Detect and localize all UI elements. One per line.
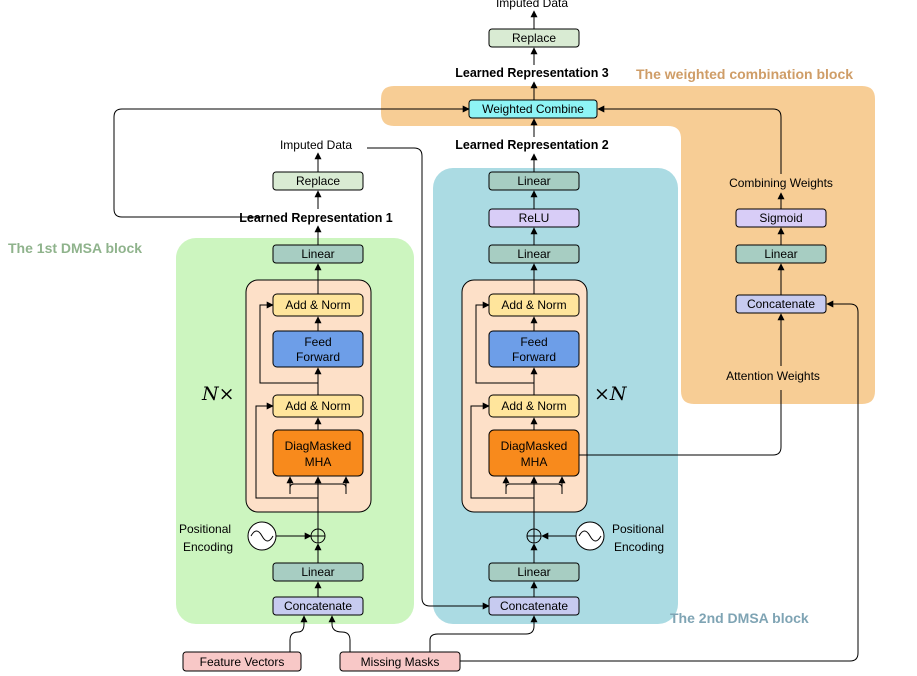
connectors (113, 10, 859, 662)
diagmasked-label-left: DiagMasked (285, 439, 352, 453)
add-norm-label-mid-top: Add & Norm (501, 298, 566, 312)
combining-weights-label: Combining Weights (729, 176, 833, 190)
concatenate-label-mid: Concatenate (500, 599, 568, 613)
weighted-combine-label: Weighted Combine (482, 102, 584, 116)
add-norm-label-mid-bottom: Add & Norm (501, 399, 566, 413)
forward-label-mid: Forward (512, 350, 556, 364)
n-times-left: N× (201, 383, 235, 405)
linear-label-right: Linear (764, 247, 797, 261)
mha-box-mid (488, 429, 580, 477)
replace-label-top: Replace (512, 31, 556, 45)
learned-rep-1: Learned Representation 1 (239, 211, 393, 225)
feed-label-mid: Feed (520, 335, 547, 349)
diagmasked-label-mid: DiagMasked (501, 439, 568, 453)
learned-rep-2: Learned Representation 2 (455, 138, 609, 152)
block1-title: The 1st DMSA block (8, 240, 142, 256)
mha-label-mid: MHA (521, 455, 548, 469)
concatenate-label-left: Concatenate (284, 599, 352, 613)
forward-label-left: Forward (296, 350, 340, 364)
linear-label-mid-2: Linear (517, 247, 550, 261)
feed-label-left: Feed (304, 335, 331, 349)
positional-label-mid: Positional (612, 522, 664, 536)
imputed-data-left: Imputed Data (280, 138, 352, 152)
sigmoid-label: Sigmoid (759, 211, 802, 225)
imputed-data-top: Imputed Data (496, 0, 568, 10)
linear-label-mid-top: Linear (517, 174, 550, 188)
positional-label-left: Positional (179, 522, 231, 536)
add-norm-label-left-bottom: Add & Norm (285, 399, 350, 413)
attention-weights-label: Attention Weights (726, 369, 820, 383)
block2-title: The 2nd DMSA block (670, 610, 809, 626)
linear-label-left-bottom: Linear (301, 565, 334, 579)
missing-masks-label: Missing Masks (361, 655, 440, 669)
weighted-combination-region (381, 86, 875, 404)
encoding-label-mid: Encoding (614, 540, 664, 554)
mha-box-left (272, 429, 364, 477)
relu-label: ReLU (519, 211, 550, 225)
concatenate-label-right: Concatenate (747, 297, 815, 311)
encoding-label-left: Encoding (183, 540, 233, 554)
linear-label-left-top: Linear (301, 247, 334, 261)
n-times-right: ×N (594, 383, 628, 405)
feature-vectors-label: Feature Vectors (200, 655, 285, 669)
linear-label-mid-bottom: Linear (517, 565, 550, 579)
replace-label-left: Replace (296, 174, 340, 188)
mha-label-left: MHA (305, 455, 332, 469)
add-norm-label-left-top: Add & Norm (285, 298, 350, 312)
learned-rep-3: Learned Representation 3 (455, 66, 609, 80)
feature-vectors-box (182, 651, 302, 672)
combo-title: The weighted combination block (636, 66, 853, 82)
